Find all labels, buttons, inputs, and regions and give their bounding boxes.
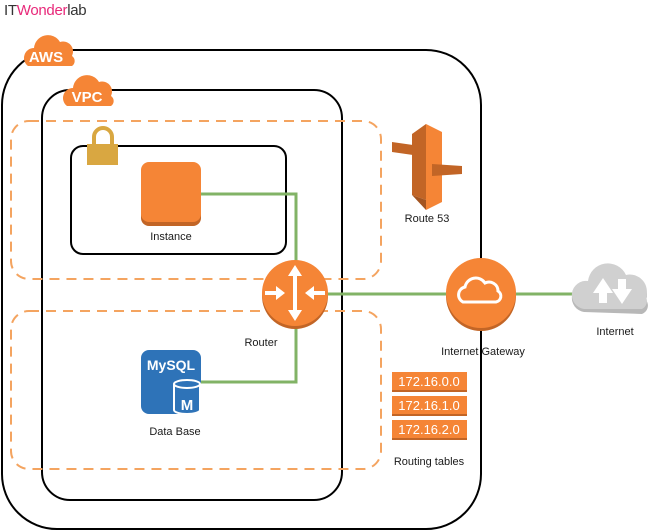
gateway-cloud-icon xyxy=(457,276,503,304)
routing-table-entry-1: 172.16.1.0 xyxy=(398,398,459,413)
router-arrows-icon xyxy=(265,265,325,321)
route53-node[interactable]: Route 53 xyxy=(392,124,462,225)
vpc-cloud-badge: VPC xyxy=(63,75,114,106)
route53-icon xyxy=(392,124,462,210)
public-subnet xyxy=(10,120,382,280)
internet-cloud-icon xyxy=(571,263,647,309)
mysql-glyph: M xyxy=(181,397,194,414)
brand-logo-part1: IT xyxy=(4,2,17,19)
database-node[interactable]: MySQL M Data Base xyxy=(141,350,201,438)
internet-label: Internet xyxy=(596,326,633,338)
routing-tables-label: Routing tables xyxy=(394,456,465,468)
aws-label: AWS xyxy=(29,49,63,66)
router-node[interactable]: Router xyxy=(244,260,328,349)
routing-table-entry[interactable]: 172.16.2.0 xyxy=(392,420,467,440)
private-subnet xyxy=(10,310,382,470)
mysql-badge: MySQL xyxy=(147,357,196,373)
vpc-label: VPC xyxy=(72,89,103,106)
internet-node[interactable]: Internet xyxy=(571,263,648,338)
routing-table-entry-2: 172.16.2.0 xyxy=(398,422,459,437)
brand-logo: ITWonderlab xyxy=(4,2,87,19)
routing-table-entry[interactable]: 172.16.1.0 xyxy=(392,396,467,416)
link-instance-router xyxy=(201,192,298,262)
aws-cloud-badge: AWS xyxy=(24,35,75,66)
router-label: Router xyxy=(244,337,277,349)
instance-label: Instance xyxy=(150,231,192,243)
instance-node[interactable]: Instance xyxy=(141,162,201,243)
link-db-router xyxy=(201,322,298,384)
route53-label: Route 53 xyxy=(405,213,450,225)
gateway-label: Internet Gateway xyxy=(441,346,525,358)
brand-logo-part3: lab xyxy=(67,2,87,19)
routing-table-entry[interactable]: 172.16.0.0 xyxy=(392,372,467,392)
lock-icon xyxy=(87,126,118,165)
connections xyxy=(201,192,578,384)
routing-tables: 172.16.0.0 172.16.1.0 172.16.2.0 Routing… xyxy=(392,372,467,468)
brand-logo-part2: Wonder xyxy=(16,2,68,19)
internet-gateway-icon xyxy=(446,258,516,328)
database-label: Data Base xyxy=(149,426,200,438)
gateway-node[interactable]: Internet Gateway xyxy=(441,258,525,358)
upload-download-icon xyxy=(593,278,632,304)
routing-table-entry-0: 172.16.0.0 xyxy=(398,374,459,389)
